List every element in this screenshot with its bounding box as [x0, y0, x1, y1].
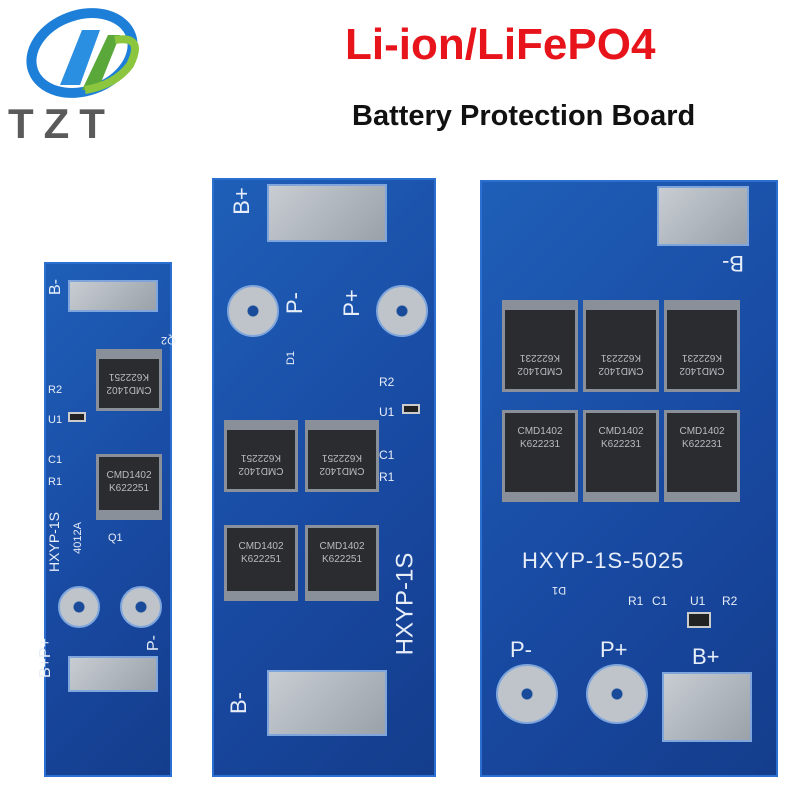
chip-marking: CMD1402 [598, 365, 644, 376]
chip-marking: CMD1402 [679, 365, 725, 376]
pad-b-minus [267, 670, 387, 736]
mosfet-chip: CMD1402 K622251 [224, 420, 298, 492]
chip-marking: CMD1402 [319, 465, 365, 476]
tzt-logo-icon [26, 8, 139, 98]
mosfet-chip: CMD1402 K622251 [305, 420, 379, 492]
chip-code: K622231 [600, 439, 642, 450]
pad-b-plus-p-plus [58, 586, 100, 628]
chip-code: K622231 [519, 352, 561, 363]
label-model: HXYP-1S [45, 512, 62, 572]
chip-code: K622251 [321, 452, 363, 463]
pad-p-plus [376, 285, 428, 337]
pad-p-minus [227, 285, 279, 337]
chip-marking: CMD1402 [598, 426, 644, 437]
chip-code: K622251 [240, 554, 282, 565]
label-p-minus: P- [145, 635, 162, 651]
product-title: Li-ion/LiFePO4 [345, 20, 656, 69]
label-model: HXYP-1S-5025 [522, 548, 685, 573]
mosfet-chip: CMD1402 K622231 [664, 300, 740, 392]
chip-marking: CMD1402 [238, 541, 284, 552]
label-u1: U1 [48, 414, 63, 426]
pad-b-minus [68, 280, 158, 312]
ic-u1 [68, 412, 86, 422]
label-d1: D1 [552, 584, 567, 596]
chip-code: K622251 [108, 483, 150, 494]
label-c1: C1 [652, 594, 668, 608]
label-p-plus: P+ [600, 637, 628, 662]
pad-p-minus [120, 586, 162, 628]
label-u1: U1 [690, 594, 706, 608]
pad-b-minus [657, 186, 749, 246]
chip-marking: CMD1402 [517, 426, 563, 437]
label-c1: C1 [379, 448, 395, 462]
chip-code: K622251 [108, 371, 150, 382]
ic-u1 [402, 404, 420, 414]
chip-marking: CMD1402 [517, 365, 563, 376]
label-c1: C1 [48, 454, 63, 466]
pad-b-plus [662, 672, 752, 742]
ic-u1 [687, 612, 711, 628]
logo-text: TZT [8, 100, 115, 147]
label-q1: Q1 [108, 532, 123, 544]
label-r1: R1 [628, 594, 644, 608]
label-b-plus: B+ [692, 644, 720, 669]
mosfet-chip: CMD1402 K622231 [583, 300, 659, 392]
pad-p-minus [496, 664, 558, 724]
label-d1: D1 [285, 350, 298, 366]
chip-code: K622231 [600, 352, 642, 363]
chip-code: K622231 [681, 439, 723, 450]
label-b-minus: B- [47, 279, 64, 295]
label-r2: R2 [722, 594, 738, 608]
chip-marking: CMD1402 [238, 465, 284, 476]
label-p-minus: P- [282, 292, 307, 314]
label-model: HXYP-1S [391, 552, 419, 656]
chip-code: K622231 [681, 352, 723, 363]
chip-marking: CMD1402 [679, 426, 725, 437]
mosfet-chip: CMD1402 K622231 [502, 300, 578, 392]
label-b-minus: B- [226, 692, 251, 714]
label-u1: U1 [379, 405, 395, 419]
pad-b-plus [267, 184, 387, 242]
label-r1: R1 [48, 476, 63, 488]
label-code: 4012A [71, 522, 84, 554]
label-p-minus: P- [510, 637, 532, 662]
label-b-plus: B+ [228, 187, 254, 215]
product-subtitle: Battery Protection Board [352, 100, 696, 132]
label-q2: Q2 [161, 334, 176, 346]
chip-marking: CMD1402 [106, 384, 152, 395]
label-r2: R2 [48, 384, 63, 396]
pad-p-plus [586, 664, 648, 724]
mosfet-chip: CMD1402 K622251 [96, 349, 162, 411]
label-p-plus: P+ [338, 289, 364, 317]
label-b-plus-p-plus: B+P+ [37, 637, 55, 679]
label-r2: R2 [379, 375, 395, 389]
chip-code: K622251 [240, 452, 282, 463]
chip-code: K622251 [321, 554, 363, 565]
chip-marking: CMD1402 [106, 470, 152, 481]
chip-code: K622231 [519, 439, 561, 450]
label-b-minus: B- [722, 251, 744, 276]
label-r1: R1 [379, 470, 395, 484]
chip-marking: CMD1402 [319, 541, 365, 552]
pad-bottom [68, 656, 158, 692]
